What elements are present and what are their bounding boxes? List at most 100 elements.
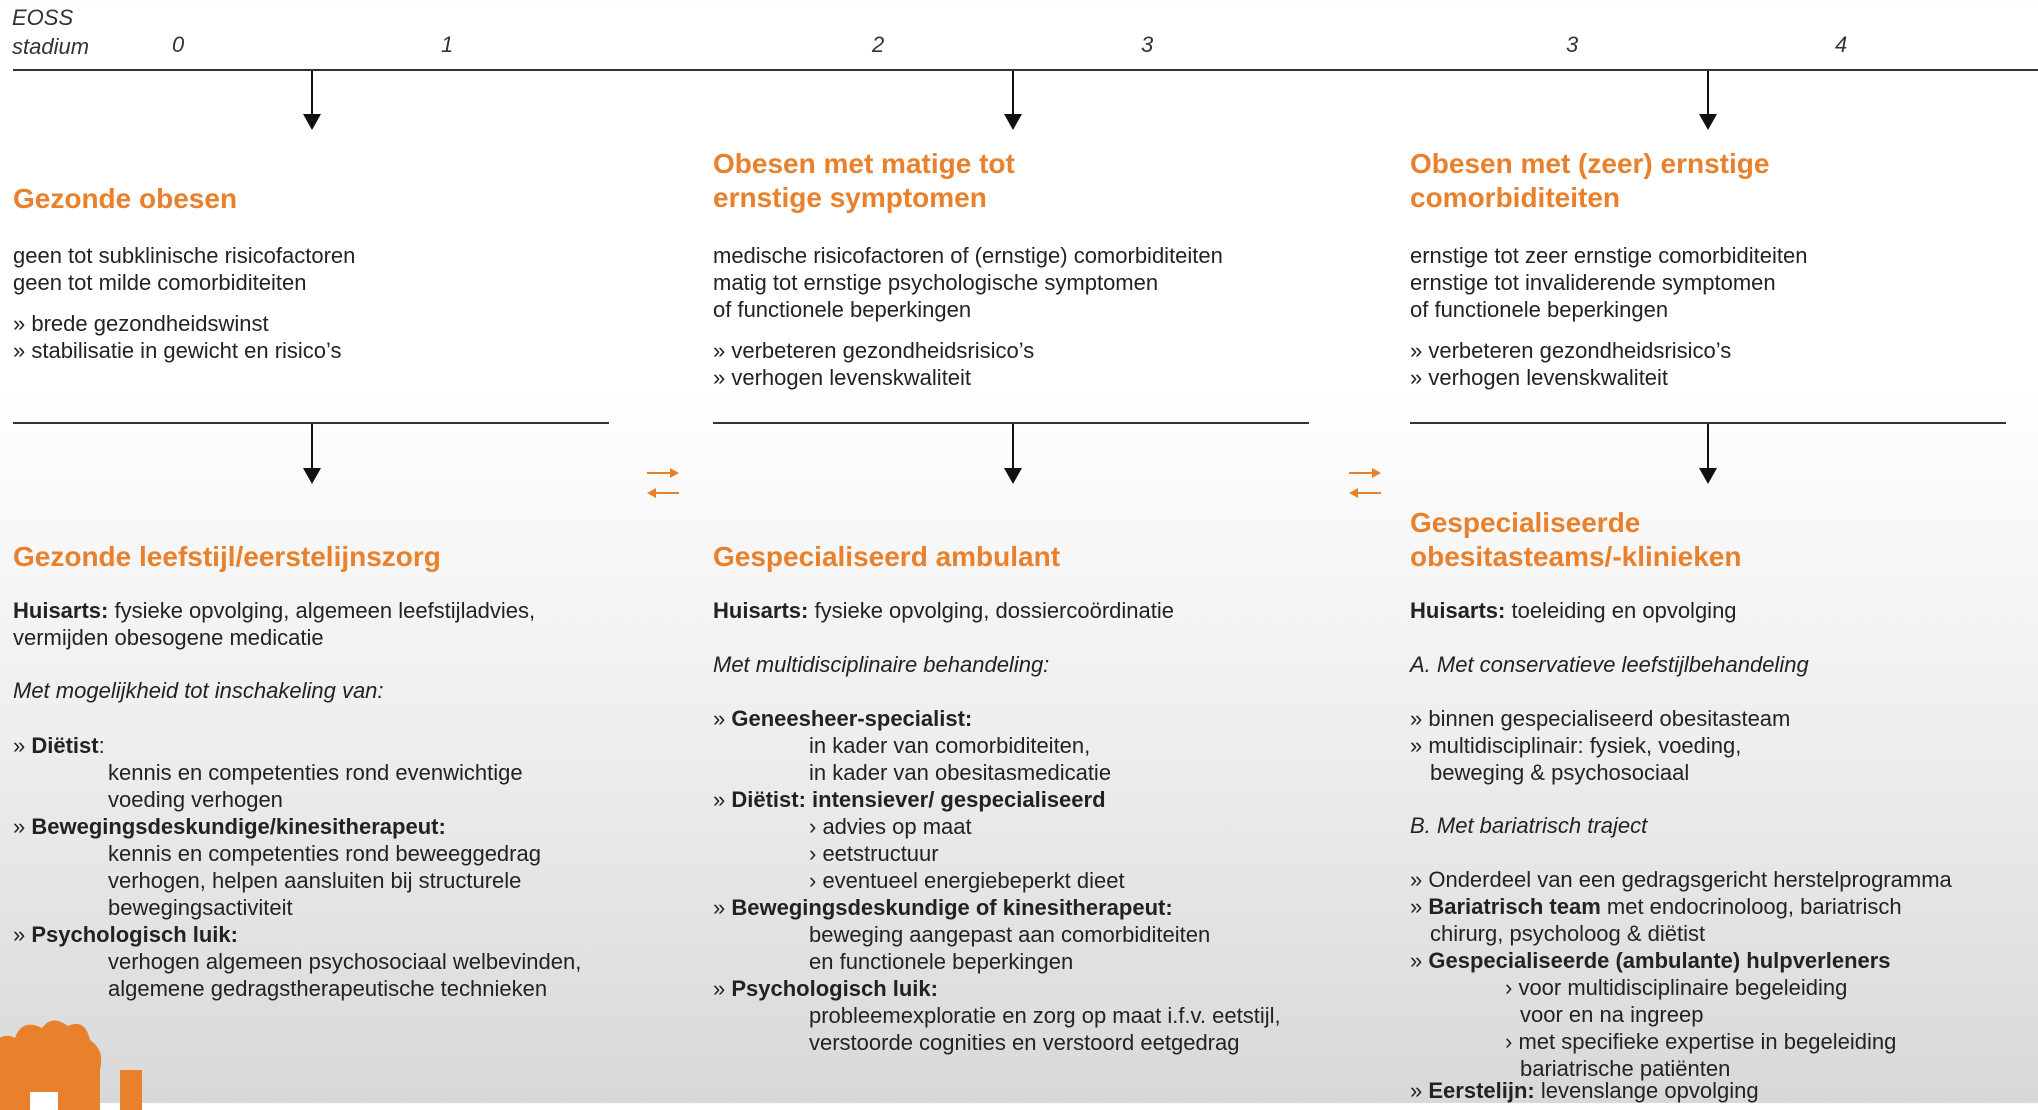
col2-desc-3: of functionele beperkingen bbox=[713, 297, 972, 322]
col3-b-l2: » Bariatrisch team met endocrinoloog, ba… bbox=[1410, 893, 1902, 920]
col2-title-line1: Obesen met matige tot bbox=[713, 148, 1015, 179]
col1-item-beweging: » Bewegingsdeskundige/kinesitherapeut: bbox=[13, 813, 446, 840]
col1-goal-1: » brede gezondheidswinst bbox=[13, 311, 269, 336]
stage-number-3b: 3 bbox=[1566, 32, 1579, 57]
col3-b-l2-label: Bariatrisch team bbox=[1428, 894, 1601, 919]
bullet: » bbox=[1410, 894, 1429, 919]
col2-huisarts: Huisarts: fysieke opvolging, dossiercoör… bbox=[713, 597, 1174, 624]
col1-huisarts-cont: vermijden obesogene medicatie bbox=[13, 625, 324, 650]
col1-item-psych-l1: verhogen algemeen psychosociaal welbevin… bbox=[108, 949, 582, 974]
arrow-down-icon bbox=[1699, 71, 1717, 130]
col3-title: Obesen met (zeer) ernstige comorbiditeit… bbox=[1410, 147, 1769, 215]
col2-item-beweging-label: Bewegingsdeskundige of kinesitherapeut: bbox=[731, 895, 1173, 920]
col3-desc-3: of functionele beperkingen bbox=[1410, 297, 1669, 322]
col1-item-psych: » Psychologisch luik: bbox=[13, 921, 238, 948]
col1-item-beweging-l3: bewegingsactiviteit bbox=[108, 895, 293, 920]
colon: : bbox=[98, 733, 105, 758]
col2-title: Obesen met matige tot ernstige symptomen bbox=[713, 147, 1015, 215]
col3-b-l2-cont: chirurg, psycholoog & diëtist bbox=[1430, 921, 1706, 946]
stage-number-3a: 3 bbox=[1141, 32, 1154, 57]
col2-divider bbox=[713, 422, 1309, 424]
col1-item-beweging-l1: kennis en competenties rond beweeggedrag bbox=[108, 841, 541, 866]
col3-care-title-line2: obesitasteams/-klinieken bbox=[1410, 541, 1742, 572]
col2-item-psych-l2: verstoorde cognities en verstoord eetged… bbox=[809, 1030, 1240, 1055]
col3-goal-2: » verhogen levenskwaliteit bbox=[1410, 365, 1669, 390]
axis-label-line2: stadium bbox=[12, 34, 90, 59]
col3-a-l2: » multidisciplinair: fysiek, voeding, bbox=[1410, 733, 1742, 758]
col2-item-dietist-label: Diëtist: intensiever/ gespecialiseerd bbox=[731, 787, 1106, 812]
bullet: » bbox=[713, 787, 732, 812]
col3-b-l3-s2b: bariatrische patiënten bbox=[1520, 1056, 1731, 1081]
arrow-down-icon bbox=[1699, 424, 1717, 484]
col1-item-beweging-l2: verhogen, helpen aansluiten bij structur… bbox=[108, 868, 522, 893]
col1-item-dietist-l1: kennis en competenties rond evenwichtige bbox=[108, 760, 523, 785]
col2-item-psych-l1: probleemexploratie en zorg op maat i.f.v… bbox=[809, 1003, 1281, 1028]
col1-item-dietist-l2: voeding verhogen bbox=[108, 787, 283, 812]
col2-huisarts-text: fysieke opvolging, dossiercoördinatie bbox=[808, 598, 1175, 623]
stage-number-1: 1 bbox=[441, 32, 454, 57]
axis-label: EOSS stadium bbox=[12, 3, 89, 61]
col1-item-dietist-label: Diëtist bbox=[31, 733, 99, 758]
arrow-down-icon bbox=[303, 424, 321, 484]
col3-a-l1: » binnen gespecialiseerd obesitasteam bbox=[1410, 706, 1791, 731]
col3-title-line2: comorbiditeiten bbox=[1410, 182, 1621, 213]
bullet: » bbox=[1410, 948, 1429, 973]
col3-b-l1: » Onderdeel van een gedragsgericht herst… bbox=[1410, 867, 1952, 892]
col2-item-beweging: » Bewegingsdeskundige of kinesitherapeut… bbox=[713, 894, 1173, 921]
col2-huisarts-label: Huisarts: bbox=[713, 598, 809, 623]
col2-goal-2: » verhogen levenskwaliteit bbox=[713, 365, 972, 390]
col1-item-psych-l2: algemene gedragstherapeutische technieke… bbox=[108, 976, 548, 1001]
col1-item-dietist: » Diëtist: bbox=[13, 732, 105, 759]
bullet: » bbox=[713, 976, 732, 1001]
bullet: » bbox=[1410, 1078, 1429, 1103]
col2-intro: Met multidisciplinaire behandeling: bbox=[713, 652, 1050, 677]
col3-huisarts: Huisarts: toeleiding en opvolging bbox=[1410, 597, 1737, 624]
col3-b-l3-label: Gespecialiseerde (ambulante) hulpverlene… bbox=[1428, 948, 1891, 973]
col3-b-title: B. Met bariatrisch traject bbox=[1410, 813, 1648, 838]
col1-item-beweging-label: Bewegingsdeskundige/kinesitherapeut: bbox=[31, 814, 446, 839]
col2-title-line2: ernstige symptomen bbox=[713, 182, 987, 213]
col2-care-title: Gespecialiseerd ambulant bbox=[713, 541, 1061, 572]
col1-item-psych-label: Psychologisch luik: bbox=[31, 922, 238, 947]
axis-line bbox=[13, 69, 2038, 71]
col2-item-psych: » Psychologisch luik: bbox=[713, 975, 938, 1002]
col2-item-dietist: » Diëtist: intensiever/ gespecialiseerd bbox=[713, 786, 1106, 813]
col3-care-title: Gespecialiseerde obesitasteams/-klinieke… bbox=[1410, 506, 1741, 574]
exchange-arrows-icon bbox=[647, 468, 679, 498]
col2-item-dietist-l1: › advies op maat bbox=[809, 814, 972, 839]
col3-a-title: A. Met conservatieve leefstijlbehandelin… bbox=[1410, 652, 1809, 677]
col2-item-specialist-l2: in kader van obesitasmedicatie bbox=[809, 760, 1112, 785]
bullet: » bbox=[713, 706, 732, 731]
col1-care-title: Gezonde leefstijl/eerstelijnszorg bbox=[13, 541, 441, 572]
bullet: » bbox=[13, 733, 32, 758]
col3-care-title-line1: Gespecialiseerde bbox=[1410, 507, 1641, 538]
col3-goal-1: » verbeteren gezondheidsrisico’s bbox=[1410, 338, 1732, 363]
axis-label-line1: EOSS bbox=[12, 5, 74, 30]
col1-desc-1: geen tot subklinische risicofactoren bbox=[13, 243, 356, 268]
col3-huisarts-text: toeleiding en opvolging bbox=[1505, 598, 1737, 623]
stage-number-2: 2 bbox=[872, 32, 885, 57]
col3-b-l3-s2: › met specifieke expertise in begeleidin… bbox=[1505, 1029, 1897, 1054]
col3-b-l2-text: met endocrinoloog, bariatrisch bbox=[1600, 894, 1902, 919]
col1-huisarts: Huisarts: fysieke opvolging, algemeen le… bbox=[13, 597, 535, 624]
col1-huisarts-label: Huisarts: bbox=[13, 598, 109, 623]
col3-huisarts-label: Huisarts: bbox=[1410, 598, 1506, 623]
col3-divider bbox=[1410, 422, 2006, 424]
col2-item-specialist: » Geneesheer-specialist: bbox=[713, 705, 972, 732]
col3-b-l4: » Eerstelijn: levenslange opvolging bbox=[1410, 1077, 1759, 1104]
logo-cloud bbox=[0, 1020, 142, 1110]
col1-intro: Met mogelijkheid tot inschakeling van: bbox=[13, 678, 384, 703]
arrow-down-icon bbox=[1004, 71, 1022, 130]
bullet: » bbox=[13, 922, 32, 947]
col2-item-beweging-l2: en functionele beperkingen bbox=[809, 949, 1074, 974]
col2-item-psych-label: Psychologisch luik: bbox=[731, 976, 938, 1001]
col3-title-line1: Obesen met (zeer) ernstige bbox=[1410, 148, 1770, 179]
col3-b-l4-text: levenslange opvolging bbox=[1534, 1078, 1759, 1103]
col1-title: Gezonde obesen bbox=[13, 183, 238, 214]
col2-item-dietist-l3: › eventueel energiebeperkt dieet bbox=[809, 868, 1125, 893]
stage-number-0: 0 bbox=[172, 32, 185, 57]
col3-b-l4-label: Eerstelijn: bbox=[1428, 1078, 1535, 1103]
col3-b-l3: » Gespecialiseerde (ambulante) hulpverle… bbox=[1410, 947, 1891, 974]
col2-desc-2: matig tot ernstige psychologische sympto… bbox=[713, 270, 1159, 295]
col2-item-specialist-label: Geneesheer-specialist: bbox=[731, 706, 973, 731]
